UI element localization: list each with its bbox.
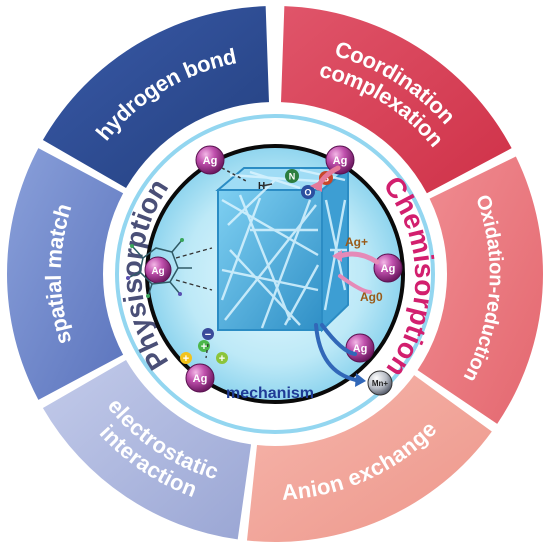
heteroatom-o	[301, 185, 315, 199]
h-atom-label: H	[258, 181, 265, 192]
redox-arrow-top	[337, 251, 380, 265]
segment-electrostatic-interaction	[42, 360, 252, 540]
electrostatic-line	[205, 343, 209, 359]
segment-oxidation-reduction	[417, 156, 543, 424]
negative-charge-marker	[202, 328, 214, 340]
charge-symbol: +	[219, 353, 225, 365]
ag-sphere-top-left	[195, 145, 225, 175]
segment-anion-exchange	[246, 375, 492, 542]
charge-symbol: +	[183, 353, 189, 365]
segment-hydrogen-bond	[42, 6, 269, 189]
metal-ion-label: Mn+	[372, 379, 389, 388]
ag-sphere-right	[373, 253, 403, 283]
ag-sphere-top-left-label: Ag	[203, 155, 218, 167]
porous-cube	[215, 165, 351, 333]
ag-sphere-bottom-left	[185, 363, 215, 393]
ag-plus-label: Ag+	[345, 235, 368, 249]
spatial-match-line-1	[175, 247, 213, 259]
heteroatom-n	[285, 169, 299, 183]
segment-spatial-match	[7, 148, 124, 400]
heteroatom-label-n: N	[289, 172, 296, 182]
redox-arrow-bottom	[338, 274, 372, 294]
h-bond-stub	[261, 183, 273, 187]
ag-sphere-right-label: Ag	[381, 263, 396, 275]
ag-sphere-top-right	[325, 145, 355, 175]
positive-charge-marker	[180, 352, 192, 364]
hydrogen-bond-line	[221, 167, 249, 183]
charge-markers: +++−	[180, 328, 228, 365]
ion-exchange-arrow	[320, 323, 357, 356]
positive-charge-marker	[216, 352, 228, 364]
mechanism-label: mechanism	[226, 385, 314, 402]
charge-symbol: +	[201, 341, 207, 353]
ag-zero-label: Ag0	[360, 290, 383, 304]
ion-release-arrow	[314, 323, 358, 382]
molecular-cage-icon	[126, 238, 192, 298]
coordination-arrowhead	[310, 180, 322, 192]
ion-release-arrowhead	[355, 373, 366, 387]
charge-symbol: −	[205, 329, 211, 341]
ag-sphere-bottom-left-label: Ag	[193, 373, 208, 385]
positive-charge-marker	[198, 340, 210, 352]
ag-sphere-cage-label: Ag	[151, 266, 164, 277]
redox-arrowhead-top	[332, 250, 342, 262]
metal-ion-sphere	[367, 370, 393, 396]
ag-sphere-bottom-right-label: Ag	[353, 343, 368, 355]
heteroatom-label-o: O	[304, 188, 311, 198]
inner-ring	[115, 114, 435, 434]
spatial-match-line-2	[175, 279, 213, 291]
ag-sphere-top-right-label: Ag	[333, 155, 348, 167]
segment-coordination-complexation	[281, 6, 512, 194]
